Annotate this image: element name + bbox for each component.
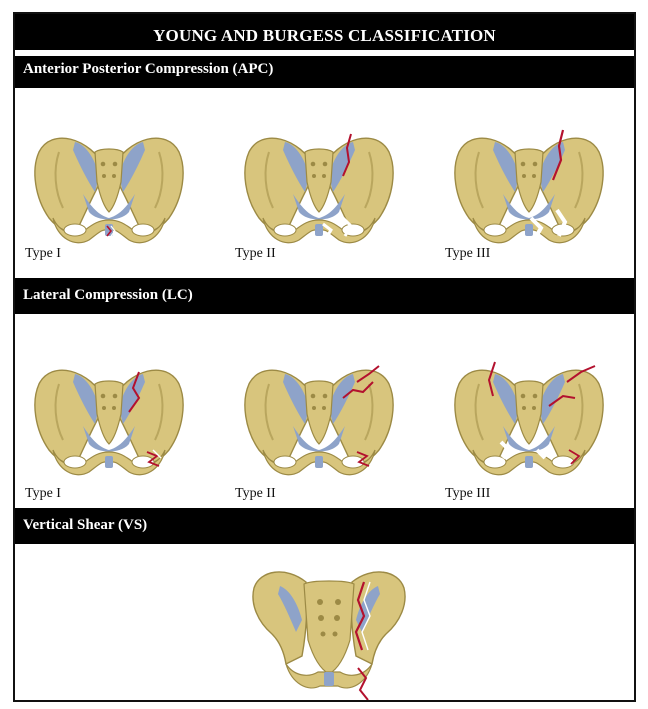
- diagram-apc-type-3: [449, 100, 609, 252]
- section-heading-apc: Anterior Posterior Compression (APC): [15, 56, 634, 88]
- label-apc-type-1: Type I: [25, 246, 61, 262]
- section-heading-lc: Lateral Compression (LC): [15, 278, 634, 314]
- diagram-apc-type-1: [29, 100, 189, 252]
- section-heading-vs: Vertical Shear (VS): [15, 508, 634, 544]
- diagram-vs: [246, 560, 412, 702]
- label-apc-type-2: Type II: [235, 246, 276, 262]
- label-lc-type-1: Type I: [25, 486, 61, 502]
- diagram-apc-type-2: [239, 100, 399, 252]
- label-lc-type-2: Type II: [235, 486, 276, 502]
- classification-frame: YOUNG AND BURGESS CLASSIFICATION Anterio…: [13, 12, 636, 702]
- diagram-lc-type-3: [449, 332, 609, 484]
- label-lc-type-3: Type III: [445, 486, 490, 502]
- diagram-lc-type-2: [239, 332, 399, 484]
- label-apc-type-3: Type III: [445, 246, 490, 262]
- diagram-lc-type-1: [29, 332, 189, 484]
- page-title: YOUNG AND BURGESS CLASSIFICATION: [15, 14, 634, 50]
